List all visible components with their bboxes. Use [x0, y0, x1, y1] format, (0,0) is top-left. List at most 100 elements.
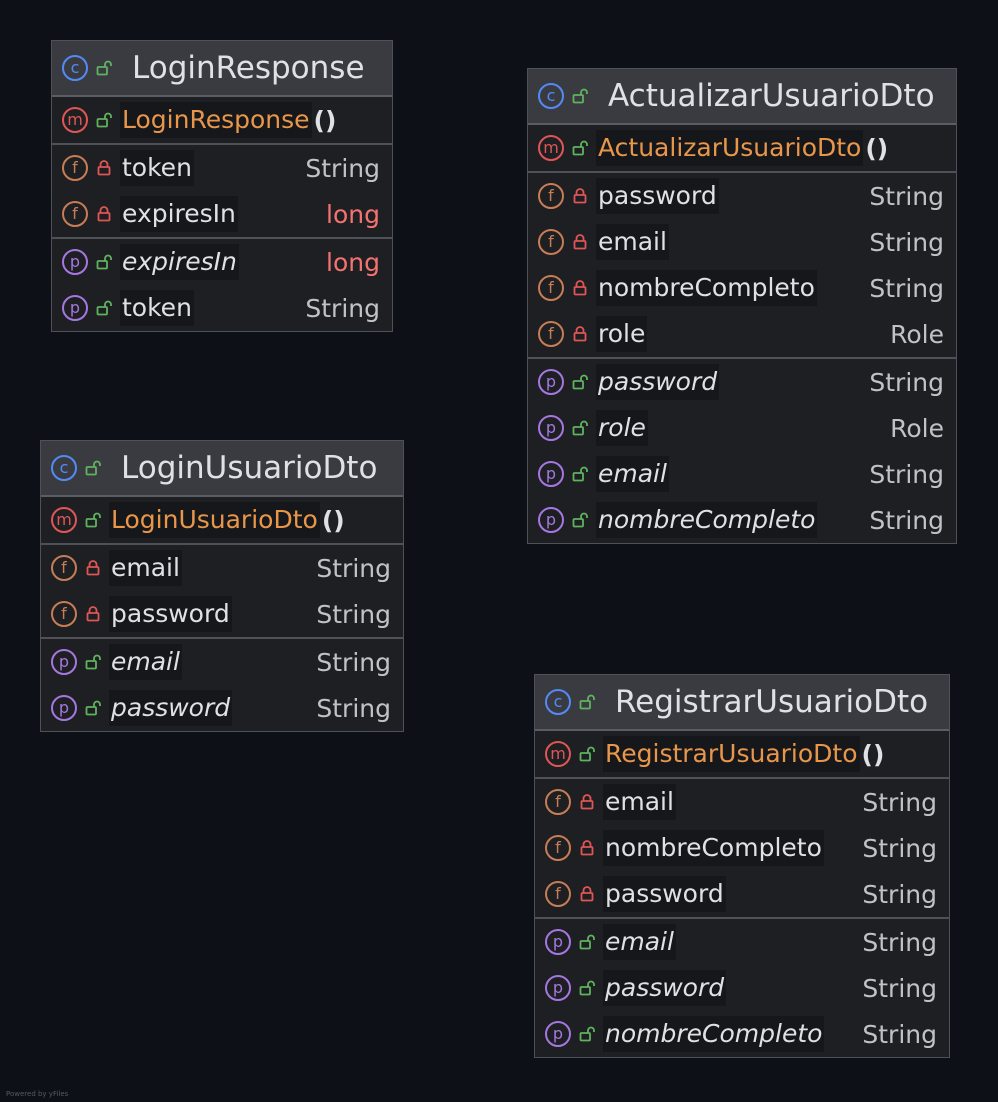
property-type: Role [890, 413, 944, 443]
property-badge-icon: p [545, 1021, 571, 1047]
field-badge-icon: f [545, 835, 571, 861]
field-badge-icon: f [538, 229, 564, 255]
fields-section: f email String f password String [41, 545, 403, 639]
property-type: long [326, 247, 380, 277]
unlocked-icon [96, 112, 112, 128]
field-type: long [326, 199, 380, 229]
class-badge-icon: c [538, 83, 564, 109]
property-name: password [603, 970, 727, 1006]
property-name: password [109, 690, 233, 726]
class-node-registrar-usuario-dto[interactable]: c RegistrarUsuarioDto m RegistrarUsuario… [534, 674, 950, 1058]
property-badge-icon: p [538, 415, 564, 441]
class-node-login-response[interactable]: c LoginResponse m LoginResponse() f toke… [51, 40, 393, 332]
property-type: String [862, 927, 937, 957]
properties-section: p password String p role Role p email St… [528, 359, 956, 543]
property-name: password [596, 364, 720, 400]
property-row: p email String [535, 919, 949, 965]
unlocked-icon [579, 694, 595, 710]
property-name: email [596, 456, 669, 492]
unlocked-icon [96, 60, 112, 76]
constructor-row: m LoginUsuarioDto() [41, 497, 403, 543]
constructor-parens: () [865, 133, 889, 163]
property-name: expiresIn [120, 244, 239, 280]
constructor-parens: () [861, 739, 885, 769]
property-badge-icon: p [545, 929, 571, 955]
unlocked-icon [572, 88, 588, 104]
fields-section: f email String f nombreCompleto String f… [535, 779, 949, 919]
method-badge-icon: m [545, 741, 571, 767]
constructor-name: LoginUsuarioDto [109, 502, 320, 538]
property-badge-icon: p [62, 249, 88, 275]
field-badge-icon: f [51, 601, 77, 627]
field-type: String [869, 181, 944, 211]
locked-icon [86, 560, 100, 576]
property-row: p email String [528, 451, 956, 497]
field-badge-icon: f [545, 789, 571, 815]
field-row: f password String [528, 173, 956, 219]
methods-section: m LoginResponse() [52, 97, 392, 145]
constructor-row: m RegistrarUsuarioDto() [535, 731, 949, 777]
property-row: p nombreCompleto String [535, 1011, 949, 1057]
constructor-name: LoginResponse [120, 102, 312, 138]
field-name: email [596, 224, 669, 260]
class-node-login-usuario-dto[interactable]: c LoginUsuarioDto m LoginUsuarioDto() f … [40, 440, 404, 732]
locked-icon [573, 280, 587, 296]
field-row: f email String [535, 779, 949, 825]
property-name: nombreCompleto [596, 502, 818, 538]
method-badge-icon: m [51, 507, 77, 533]
unlocked-icon [85, 460, 101, 476]
field-name: nombreCompleto [596, 270, 817, 306]
method-badge-icon: m [538, 135, 564, 161]
class-badge-icon: c [62, 55, 88, 81]
class-node-actualizar-usuario-dto[interactable]: c ActualizarUsuarioDto m ActualizarUsuar… [527, 68, 957, 544]
field-name: email [603, 784, 676, 820]
unlocked-icon [579, 746, 595, 762]
field-row: f role Role [528, 311, 956, 357]
constructor-parens: () [313, 105, 337, 135]
property-row: p nombreCompleto String [528, 497, 956, 543]
methods-section: m ActualizarUsuarioDto() [528, 125, 956, 173]
field-badge-icon: f [538, 275, 564, 301]
field-name: password [109, 596, 232, 632]
field-row: f nombreCompleto String [528, 265, 956, 311]
locked-icon [573, 188, 587, 204]
constructor-name: ActualizarUsuarioDto [596, 130, 864, 166]
locked-icon [573, 234, 587, 250]
property-row: p password String [528, 359, 956, 405]
constructor-parens: () [321, 505, 345, 535]
property-badge-icon: p [62, 295, 88, 321]
field-type: Role [890, 319, 944, 349]
class-name: LoginResponse [132, 50, 365, 86]
field-badge-icon: f [62, 201, 88, 227]
field-name: token [120, 150, 194, 186]
property-badge-icon: p [545, 975, 571, 1001]
property-row: p token String [52, 285, 392, 331]
property-type: String [869, 367, 944, 397]
property-name: nombreCompleto [603, 1016, 825, 1052]
class-header: c LoginUsuarioDto [41, 441, 403, 497]
field-type: String [316, 553, 391, 583]
powered-by-footer: Powered by yFiles [6, 1090, 69, 1098]
class-name: LoginUsuarioDto [121, 450, 378, 486]
unlocked-icon [579, 1026, 595, 1042]
unlocked-icon [85, 512, 101, 528]
property-name: email [109, 644, 182, 680]
field-type: String [869, 273, 944, 303]
field-badge-icon: f [538, 321, 564, 347]
field-badge-icon: f [51, 555, 77, 581]
unlocked-icon [572, 512, 588, 528]
class-header: c RegistrarUsuarioDto [535, 675, 949, 731]
property-type: String [305, 293, 380, 323]
properties-section: p expiresIn long p token String [52, 239, 392, 331]
fields-section: f password String f email String f nombr… [528, 173, 956, 359]
property-type: String [869, 505, 944, 535]
class-name: RegistrarUsuarioDto [615, 684, 929, 720]
field-type: String [305, 153, 380, 183]
property-type: String [862, 1019, 937, 1049]
field-row: f token String [52, 145, 392, 191]
locked-icon [86, 606, 100, 622]
unlocked-icon [85, 700, 101, 716]
unlocked-icon [96, 300, 112, 316]
unlocked-icon [85, 654, 101, 670]
class-badge-icon: c [545, 689, 571, 715]
